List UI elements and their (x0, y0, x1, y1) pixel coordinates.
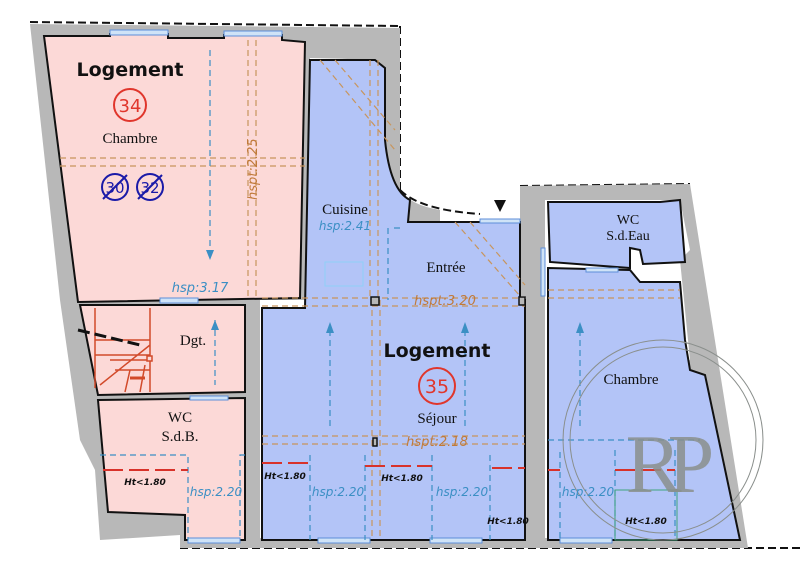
height-label: hsp:2.20 (562, 485, 615, 499)
low-height-label: Ht<1.80 (487, 517, 529, 527)
ceiling-height-label: hspt:2.18 (406, 435, 468, 450)
columns (370, 296, 526, 447)
unit-label-35: Logement (384, 340, 491, 362)
crossed-number-32: 32 (140, 179, 159, 197)
low-height-label: Ht<1.80 (124, 478, 166, 488)
height-label: hsp:2.41 (319, 219, 371, 233)
room-wc-sdeau (546, 198, 687, 270)
unit-number-35: 35 (425, 376, 449, 398)
room-label-dgt: Dgt. (180, 333, 206, 349)
arrow-up-icon (211, 320, 219, 330)
arrow-up-icon (461, 322, 469, 333)
unit-label-34: Logement (77, 59, 184, 81)
room-dgt (78, 304, 246, 397)
unit-35 (261, 59, 742, 541)
watermark-logo (562, 339, 764, 541)
room-label-chambre-34: Chambre (103, 131, 158, 147)
low-height-label: Ht<1.80 (381, 474, 423, 484)
low-height-label: Ht<1.80 (264, 472, 306, 482)
windows (109, 29, 619, 544)
room-label-cuisine: Cuisine (322, 202, 368, 218)
unit-number-34: 34 (119, 96, 142, 117)
arrow-down-icon (206, 250, 214, 260)
low-height-label: Ht<1.80 (625, 517, 667, 527)
height-label: hsp:3.17 (172, 281, 229, 296)
height-label: hsp:2.20 (436, 485, 489, 499)
crossed-number-30: 30 (105, 179, 124, 197)
crossed-numbers (101, 173, 164, 201)
room-label-sdeau: S.d.Eau (606, 229, 650, 244)
ceiling-height-label: hspt:2.25 (246, 138, 261, 200)
arrow-up-icon (326, 322, 334, 333)
room-label-entree: Entrée (426, 260, 465, 276)
entrance-marker-icon (494, 200, 506, 212)
low-height-lines (103, 462, 675, 471)
watermark-text: RP (626, 418, 712, 511)
unit-number-badge-35 (418, 367, 456, 405)
unit-number-badge-34 (113, 88, 147, 122)
arrow-up-icon (576, 322, 584, 333)
room-cuisine-entree-sejour (261, 59, 526, 541)
room-label-sejour: Séjour (417, 411, 456, 427)
room-label-wc-1: WC (168, 410, 192, 426)
furniture-outline (614, 489, 678, 541)
staircase (77, 308, 153, 393)
sink-outline (324, 261, 364, 287)
ceiling-height-label: hspt:3.20 (414, 294, 476, 309)
height-label: hsp:2.20 (190, 485, 243, 499)
height-lines (100, 50, 700, 540)
arrow-icons (206, 250, 584, 333)
ceiling-lines (60, 40, 680, 540)
height-label: hsp:2.20 (312, 485, 365, 499)
room-label-wc-2: WC (617, 213, 640, 228)
room-label-sdb: S.d.B. (161, 429, 198, 445)
room-label-chambre-35: Chambre (604, 372, 659, 388)
